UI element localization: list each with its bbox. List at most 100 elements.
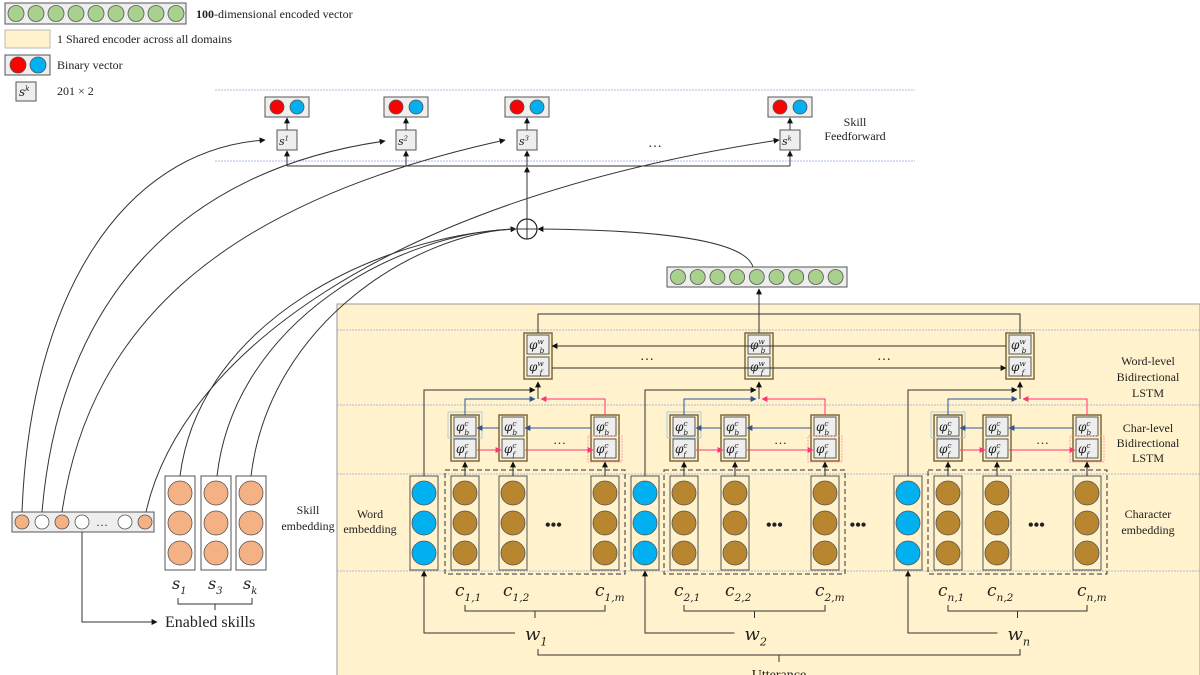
skill-embedding-cell-icon bbox=[203, 540, 229, 566]
word-embedding-to-lstm bbox=[423, 387, 536, 476]
vector-cell-icon bbox=[47, 5, 65, 22]
char-embedding-cell-icon bbox=[722, 480, 748, 506]
curve-s1-to-concat bbox=[179, 226, 517, 477]
binary-red-icon bbox=[509, 99, 525, 115]
char-embedding-cell-icon bbox=[812, 480, 838, 506]
char-forward-output bbox=[540, 396, 606, 415]
shared-encoder-swatch bbox=[4, 29, 51, 49]
word-lstm-unit-forward-cell bbox=[747, 356, 771, 377]
word-lstm-unit-backward-cell bbox=[526, 334, 550, 355]
char-embedding-cell-icon bbox=[452, 540, 478, 566]
char-lstm-ellipsis: … bbox=[774, 432, 787, 447]
word-embedding-cell-icon bbox=[411, 480, 437, 506]
feedforward-ellipsis: … bbox=[648, 136, 662, 151]
skill-connections bbox=[21, 137, 780, 513]
skill-column-label: sk bbox=[243, 574, 257, 597]
char-embedding-cell-icon bbox=[812, 540, 838, 566]
word-label: wn bbox=[1008, 624, 1031, 648]
char-lstm-unit-forward-cell bbox=[985, 438, 1009, 459]
char-brace bbox=[464, 605, 606, 618]
skill-embedding-cell-icon bbox=[238, 540, 264, 566]
curve-to-s3 bbox=[61, 138, 506, 513]
word-embedding-cell-icon bbox=[632, 540, 658, 566]
char-embedding-cell-icon bbox=[935, 510, 961, 536]
char-lstm-unit-backward-cell bbox=[936, 416, 960, 437]
char-embedding-label: embedding bbox=[1121, 523, 1174, 537]
skill-matrix-label: sk bbox=[782, 135, 792, 148]
vector-cell-icon bbox=[127, 5, 145, 22]
vector-cell-icon bbox=[670, 269, 686, 285]
char-embedding-cell-icon bbox=[984, 480, 1010, 506]
char-embedding-cell-icon bbox=[671, 480, 697, 506]
enabled-skill-cell-icon bbox=[137, 514, 153, 530]
char-label: cn,2 bbox=[987, 581, 1014, 604]
char-lstm-unit-backward-cell bbox=[453, 416, 477, 437]
char-embedding-ellipsis: ••• bbox=[766, 517, 783, 534]
skill-embedding-cell-icon bbox=[203, 510, 229, 536]
layer-separators bbox=[215, 89, 1200, 572]
curve-to-s1 bbox=[21, 137, 266, 513]
char-embedding-ellipsis: ••• bbox=[545, 517, 562, 534]
char-embedding-cell-icon bbox=[1074, 510, 1100, 536]
word-embedding-to-lstm bbox=[907, 387, 1018, 476]
char-lstm-unit-forward-cell bbox=[672, 438, 696, 459]
vector-cell-icon bbox=[808, 269, 824, 285]
word-embedding-cell-icon bbox=[411, 540, 437, 566]
char-label: cn,1 bbox=[938, 581, 964, 604]
char-embedding-cell-icon bbox=[722, 540, 748, 566]
legend-skill-matrix-label: 201 × 2 bbox=[57, 84, 94, 98]
mask-ellipsis: … bbox=[96, 515, 108, 529]
word-embedding-cell-icon bbox=[895, 540, 921, 566]
char-embedding-cell-icon bbox=[592, 480, 618, 506]
mask-to-enabled-arrow bbox=[81, 532, 158, 625]
curve-to-sk bbox=[145, 137, 780, 513]
char-embedding-cell-icon bbox=[452, 480, 478, 506]
skill-embedding-label-line2: embedding bbox=[281, 519, 334, 533]
char-lstm-unit-forward-cell bbox=[1075, 438, 1099, 459]
character-group bbox=[663, 469, 846, 575]
binary-red-icon bbox=[269, 99, 285, 115]
encoded-to-concat-arrow bbox=[537, 226, 754, 268]
skill-matrix-symbol: sk bbox=[19, 84, 30, 99]
word-lstm-output-bus bbox=[537, 313, 1021, 333]
binary-red-icon bbox=[772, 99, 788, 115]
word-label: w1 bbox=[525, 624, 548, 648]
char-backward-output bbox=[947, 396, 1018, 415]
word-to-embedding-arrow bbox=[421, 570, 515, 634]
vector-cell-icon bbox=[7, 5, 25, 22]
disabled-skill-cell-icon bbox=[117, 514, 133, 530]
binary-blue-icon bbox=[29, 56, 47, 74]
char-lstm-label: Bidirectional bbox=[1117, 436, 1180, 450]
vector-cell-icon bbox=[27, 5, 45, 22]
skill-embedding-cell-icon bbox=[203, 480, 229, 506]
skill-matrix-label: s1 bbox=[279, 135, 289, 148]
vector-cell-icon bbox=[87, 5, 105, 22]
char-brace bbox=[683, 605, 826, 618]
enabled-skills-label: Enabled skills bbox=[165, 614, 255, 631]
char-lstm-unit-backward-cell bbox=[723, 416, 747, 437]
char-embedding-cell-icon bbox=[452, 510, 478, 536]
char-forward-output bbox=[1022, 396, 1088, 415]
disabled-skill-cell-icon bbox=[74, 514, 90, 530]
char-backward-output bbox=[464, 396, 536, 415]
char-label: c2,1 bbox=[674, 581, 700, 604]
skill-embedding-cell-icon bbox=[238, 510, 264, 536]
char-embedding-cell-icon bbox=[935, 540, 961, 566]
enabled-skill-cell-icon bbox=[54, 514, 70, 530]
vector-cell-icon bbox=[709, 269, 726, 285]
word-embedding-cell-icon bbox=[895, 510, 921, 536]
word-lstm-ellipsis: … bbox=[877, 349, 891, 364]
word-lstm-unit-forward-cell bbox=[1008, 356, 1032, 377]
word-lstm-ellipsis: … bbox=[640, 349, 654, 364]
char-lstm-unit-forward-cell bbox=[936, 438, 960, 459]
char-embedding-cell-icon bbox=[500, 480, 526, 506]
word-embedding-cell-icon bbox=[632, 480, 658, 506]
